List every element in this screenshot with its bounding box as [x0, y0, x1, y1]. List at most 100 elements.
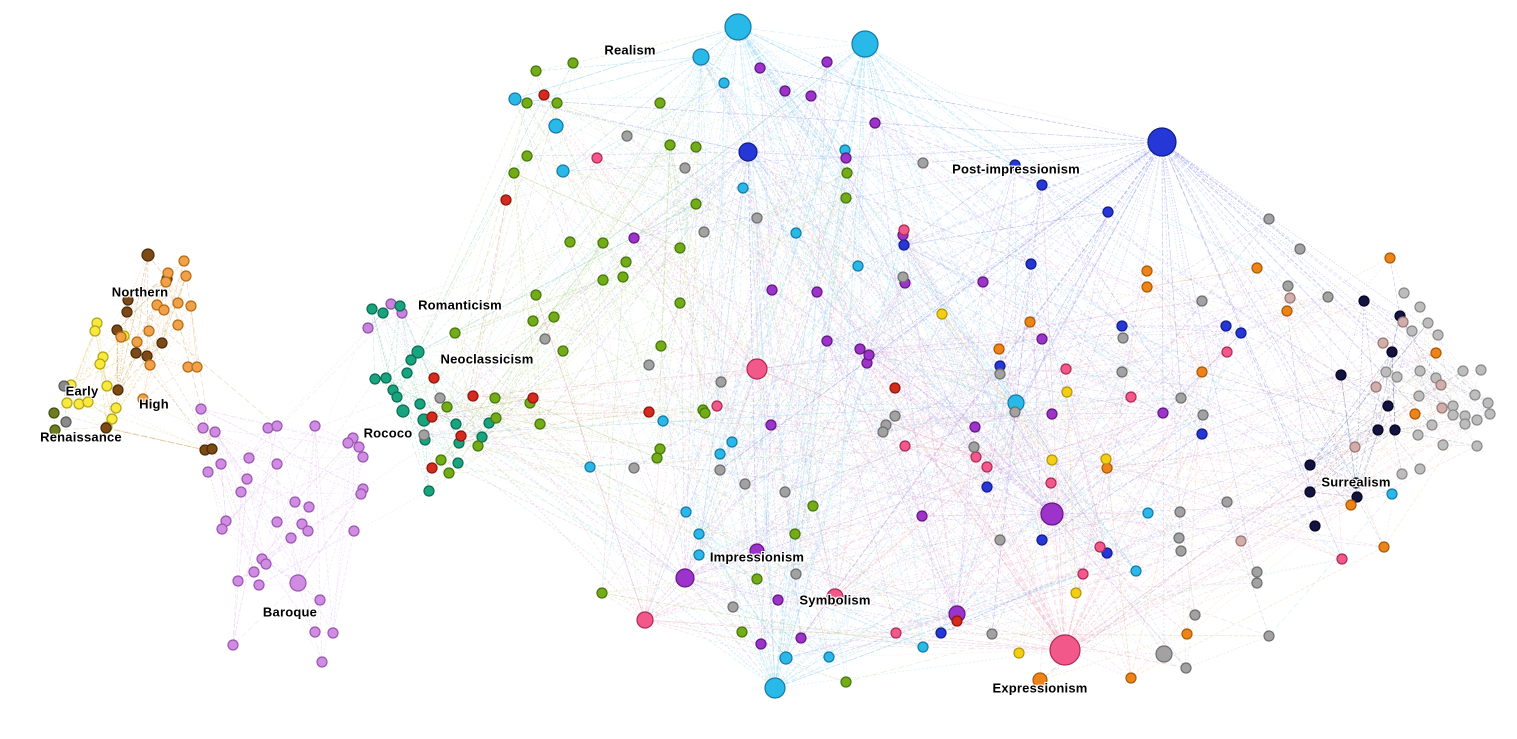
graph-edge [737, 26, 814, 507]
graph-edge [246, 478, 267, 565]
graph-edge [535, 294, 646, 621]
graph-edge [795, 43, 866, 575]
graph-edge [816, 291, 906, 447]
graph-edge [1014, 184, 1043, 413]
graph-edge [1099, 141, 1163, 548]
graph-edge [719, 141, 1163, 471]
graph-edge [940, 464, 1311, 634]
graph-node-expressionism [1125, 391, 1137, 403]
graph-edge [973, 446, 1001, 541]
graph-edge [902, 234, 1053, 515]
graph-edge [1041, 184, 1066, 651]
graph-edge [1064, 573, 1084, 651]
graph-edge [1041, 184, 1164, 414]
graph-edge [1039, 633, 1188, 681]
graph-edge [1051, 300, 1203, 515]
graph-edge [1161, 141, 1258, 584]
graph-edge [66, 402, 107, 429]
graph-edge [685, 511, 836, 598]
graph-edge [864, 43, 1227, 327]
graph-edge [859, 282, 906, 350]
graph-edge [644, 289, 773, 621]
graph-node-goldScatter [936, 308, 948, 320]
graph-node-baroque [289, 574, 307, 592]
graph-edge [167, 272, 179, 326]
graph-node-redScatter [500, 194, 512, 206]
graph-edge [190, 305, 198, 368]
graph-edge [602, 56, 702, 281]
graph-edge [784, 90, 1066, 651]
graph-edge [596, 157, 797, 575]
graph-edge [385, 305, 401, 379]
graph-node-realism [840, 676, 852, 688]
graph-edge [1064, 419, 1478, 651]
graph-edge [774, 546, 1101, 689]
graph-edge [454, 332, 646, 621]
graph-node-grayScatter [698, 226, 710, 238]
graph-edge [543, 94, 758, 370]
graph-edge [866, 362, 958, 615]
graph-edge [644, 448, 661, 621]
graph-edge [535, 294, 646, 621]
graph-edge [53, 412, 56, 431]
graph-edge [922, 141, 1163, 164]
graph-edge [294, 437, 354, 503]
graph-edge [698, 61, 828, 535]
graph-node-neoclassicism [450, 418, 462, 430]
graph-edge [70, 356, 104, 386]
graph-edge [78, 330, 96, 405]
graph-edge [562, 350, 591, 468]
graph-edge [834, 43, 866, 598]
graph-edge [535, 43, 866, 296]
graph-edge [1414, 413, 1454, 416]
graph-edge [332, 442, 349, 634]
graph-edge [894, 415, 1066, 651]
graph-node-symbolism [821, 335, 833, 347]
graph-node-grayFar [1414, 463, 1426, 475]
graph-node-earlyren [82, 396, 94, 408]
graph-node-expressionism [1336, 553, 1348, 565]
graph-edge [756, 368, 796, 535]
graph-node-grayScatter [434, 392, 446, 404]
graph-edge [941, 313, 1053, 461]
graph-edge [406, 372, 421, 405]
graph-edge [321, 456, 364, 663]
graph-edge [596, 157, 1017, 404]
graph-edge [747, 151, 830, 658]
graph-edge [1394, 429, 1478, 447]
graph-edge [866, 362, 1066, 651]
graph-edge [562, 26, 739, 172]
graph-edge [1014, 325, 1123, 413]
graph-edge [1065, 368, 1132, 398]
graph-edge [991, 371, 1123, 635]
graph-node-realism [690, 198, 702, 210]
graph-edge [529, 402, 591, 468]
graph-node-grayScatter [1189, 609, 1201, 621]
graph-edge [659, 102, 681, 249]
graph-edge [417, 203, 697, 353]
graph-edge [529, 402, 658, 459]
graph-edge [505, 146, 697, 201]
graph-node-grayFar [1380, 366, 1392, 378]
graph-edge [737, 26, 1016, 166]
graph-edge [902, 234, 1052, 484]
graph-edge [431, 368, 758, 469]
graph-edge [700, 56, 1053, 515]
graph-edge [1015, 141, 1163, 404]
graph-edge [737, 26, 861, 350]
graph-edge [1015, 402, 1204, 416]
graph-edge [844, 149, 1203, 435]
graph-node-impressionism [693, 549, 705, 561]
graph-edge [737, 26, 828, 63]
graph-node-grayScatter [1180, 662, 1192, 674]
graph-edge [481, 261, 627, 438]
graph-edge [1041, 338, 1053, 415]
graph-edge [719, 265, 859, 455]
graph-edge [864, 43, 1289, 287]
graph-edge [747, 151, 787, 659]
graph-edge [956, 546, 1101, 615]
graph-node-realism [690, 141, 702, 153]
graph-edge [864, 43, 1132, 398]
graph-edge [187, 305, 192, 368]
graph-node-realism [596, 587, 608, 599]
